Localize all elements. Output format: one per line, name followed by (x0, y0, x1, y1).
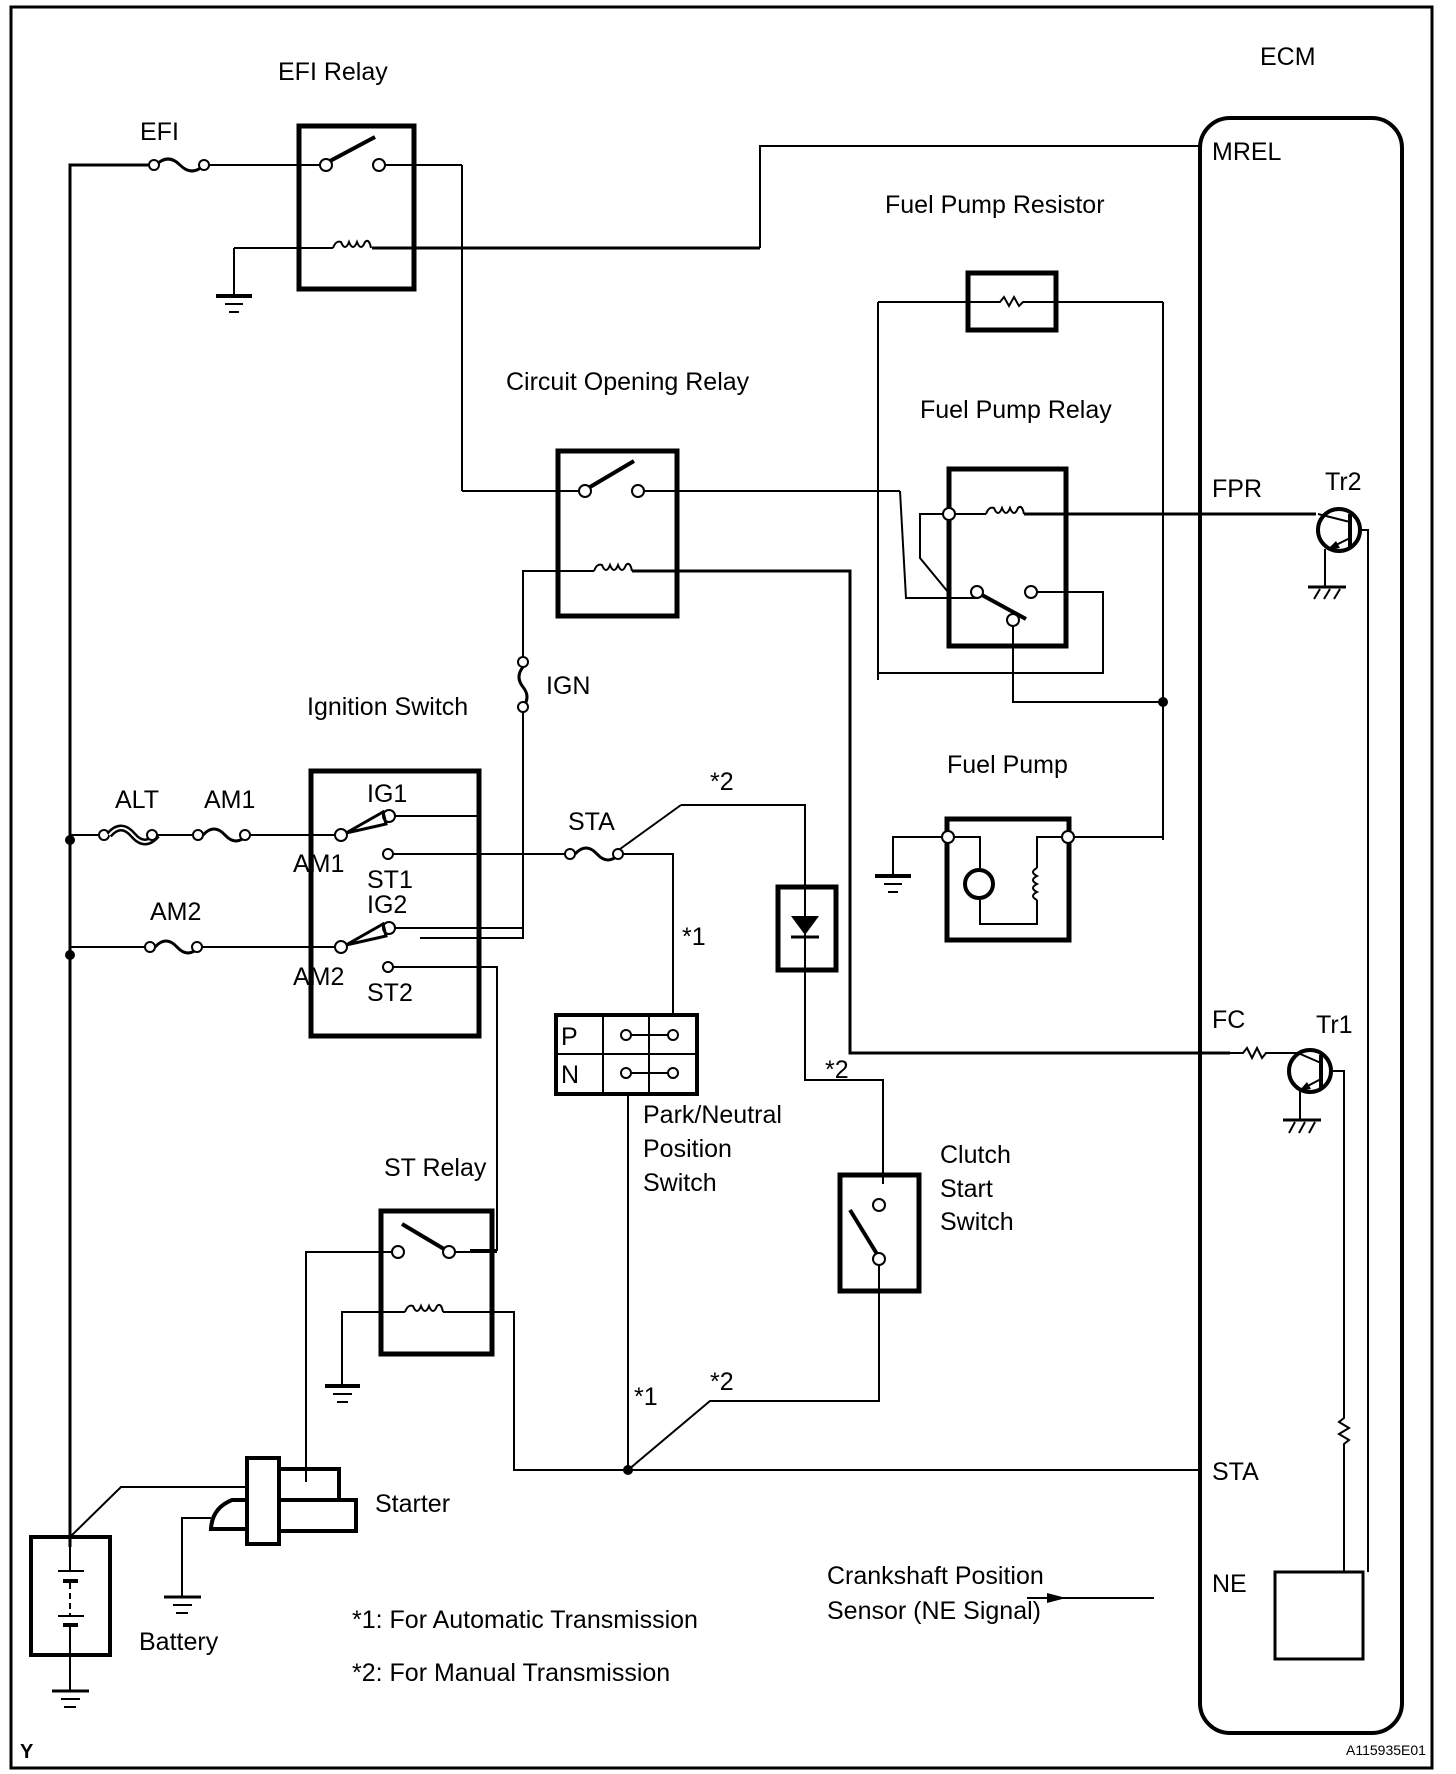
motor-icon (963, 868, 995, 900)
ign-fuse (420, 656, 529, 939)
figure-id: A115935E01 (1346, 1742, 1426, 1758)
ecm-pin-mrel: MREL (1212, 138, 1282, 166)
ig-terminal-am1: AM1 (293, 850, 344, 878)
coil-icon (593, 562, 633, 572)
starter-label: Starter (375, 1490, 450, 1518)
diode-icon (775, 884, 884, 1184)
tr2-label: Tr2 (1325, 468, 1362, 496)
diagram-frame (9, 5, 1434, 1770)
fuel-pump (892, 816, 1163, 943)
am2-fuse-label: AM2 (150, 898, 201, 926)
clutch-label-3: Switch (940, 1208, 1014, 1236)
ecm-pin-sta: STA (1212, 1458, 1259, 1486)
fc-resistor (1230, 1045, 1298, 1061)
fuel-pump-resistor-label: Fuel Pump Resistor (885, 191, 1105, 219)
ecm-pin-fc: FC (1212, 1006, 1245, 1034)
efi-relay-label: EFI Relay (278, 58, 388, 86)
st-relay-label: ST Relay (384, 1154, 487, 1182)
marker-star2-diode: *2 (825, 1056, 849, 1084)
ecm-pin-ne: NE (1212, 1570, 1247, 1598)
pn-switch-label-2: Position (643, 1135, 732, 1163)
pn-row-p: P (561, 1023, 578, 1051)
transistor-tr1 (1283, 1048, 1351, 1572)
note-automatic: *1: For Automatic Transmission (352, 1606, 698, 1634)
fuel-pump-label: Fuel Pump (947, 751, 1068, 779)
coil-icon (332, 239, 372, 249)
ig-terminal-ig1: IG1 (367, 780, 407, 808)
corner-mark: Y (20, 1741, 34, 1763)
fuel-pump-relay-label: Fuel Pump Relay (920, 396, 1112, 424)
ecm-input-block (1273, 1570, 1365, 1661)
ne-signal-arrow (1027, 1593, 1154, 1603)
battery-label: Battery (139, 1628, 219, 1656)
ig-terminal-am2: AM2 (293, 963, 344, 991)
st-relay (305, 1208, 1200, 1482)
ecm-label: ECM (1260, 43, 1316, 71)
ground-icon (164, 1595, 201, 1614)
main-bus-wire (65, 163, 148, 1547)
ground-icon (325, 1384, 360, 1403)
alt-fuse-label: ALT (115, 786, 159, 814)
marker-star1-pn: *1 (682, 923, 706, 951)
am1-fuse (192, 827, 335, 843)
ignition-switch (308, 768, 570, 1251)
ground-icon (52, 1689, 89, 1708)
ign-fuse-label: IGN (546, 672, 590, 700)
crankshaft-label-1: Crankshaft Position (827, 1562, 1044, 1590)
pn-switch-label-3: Switch (643, 1169, 717, 1197)
clutch-start-switch (627, 1172, 922, 1471)
ig-terminal-st2: ST2 (367, 979, 413, 1007)
marker-star2-top: *2 (710, 768, 734, 796)
transistor-tr2 (1308, 507, 1369, 1572)
efi-fuse (148, 157, 322, 173)
pn-row-n: N (561, 1061, 579, 1089)
circuit-opening-relay-label: Circuit Opening Relay (506, 368, 750, 396)
ecm-box (1198, 116, 1404, 1735)
battery (29, 1535, 112, 1691)
clutch-label-2: Start (940, 1175, 993, 1203)
marker-star1-bottom: *1 (634, 1383, 658, 1411)
ecm-pin-fpr: FPR (1212, 475, 1262, 503)
efi-relay (233, 123, 1200, 491)
coil-icon (404, 1303, 444, 1313)
fuel-pump-relay (878, 466, 1316, 707)
alt-fuse (70, 824, 192, 846)
ignition-switch-label: Ignition Switch (307, 693, 468, 721)
note-manual: *2: For Manual Transmission (352, 1659, 670, 1687)
ground-icon (875, 874, 911, 893)
ig-terminal-ig2: IG2 (367, 891, 407, 919)
park-neutral-switch (554, 1013, 699, 1470)
starter (69, 1456, 358, 1597)
tr1-label: Tr1 (1316, 1011, 1353, 1039)
marker-star2-bottom: *2 (710, 1368, 734, 1396)
crankshaft-label-2: Sensor (NE Signal) (827, 1597, 1041, 1625)
am2-fuse (70, 939, 335, 955)
ig-terminal-st1: ST1 (367, 866, 413, 894)
am1-fuse-label: AM1 (204, 786, 255, 814)
ground-icon (216, 294, 252, 313)
coil-icon (1032, 867, 1040, 901)
sta-fuse-label: STA (568, 808, 615, 836)
pn-switch-label-1: Park/Neutral (643, 1101, 782, 1129)
coil-icon (985, 505, 1025, 515)
clutch-label-1: Clutch (940, 1141, 1011, 1169)
efi-fuse-label: EFI (140, 118, 179, 146)
circuit-opening-relay (462, 448, 1230, 1055)
